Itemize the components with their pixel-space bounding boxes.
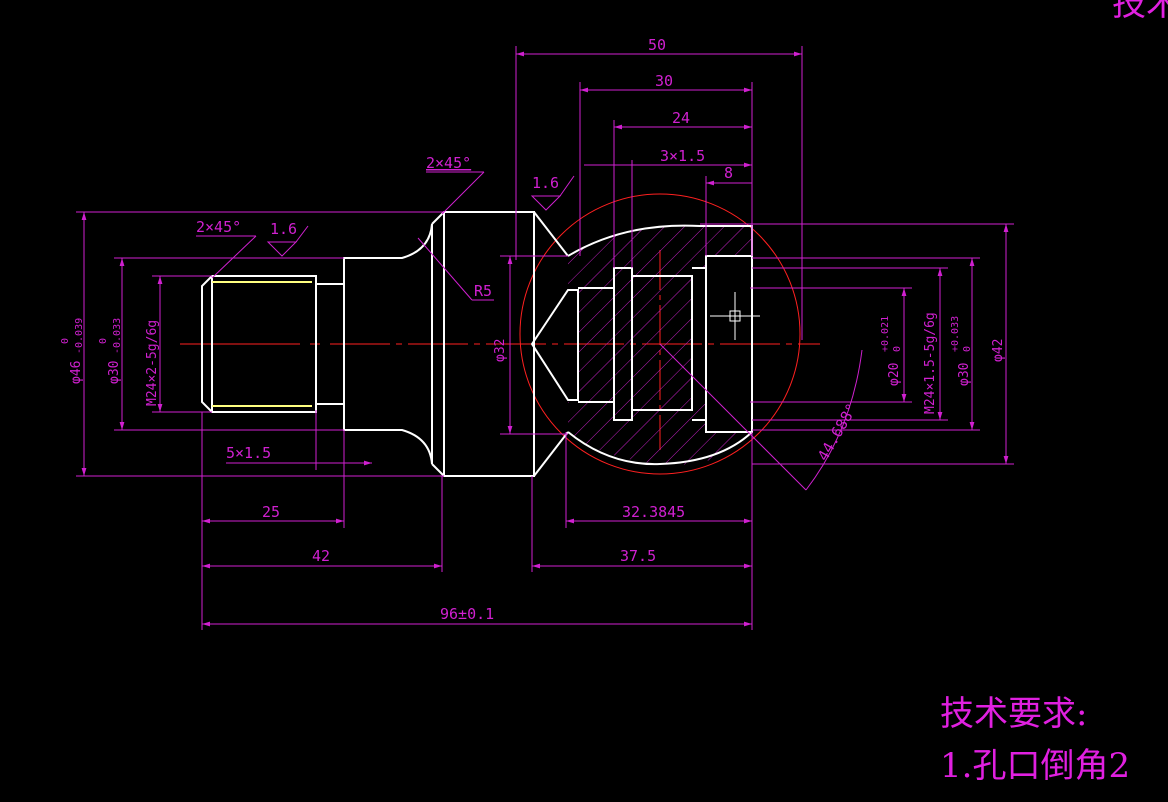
dim-24: 24 [672, 109, 690, 127]
dim-37-5: 37.5 [620, 547, 656, 565]
thread-lines [212, 281, 312, 407]
dia46-tol-lower: -0.039 [74, 318, 85, 354]
notes-item-1: 1.孔口倒角2 [940, 746, 1131, 786]
roughness-top-label: 1.6 [532, 174, 559, 192]
dim-groove-right: 3×1.5 [660, 147, 705, 165]
dim-8: 8 [724, 164, 733, 182]
dim-42: 42 [312, 547, 330, 565]
dia46-label: φ46 [69, 361, 84, 384]
dia20-label: φ20 [887, 363, 902, 386]
part-outline [201, 211, 753, 477]
dia30-left-tol-upper: 0 [98, 338, 109, 344]
thread-right-label: M24×1.5-5g/6g [923, 312, 938, 414]
chamfer-left-label: 2×45° [196, 218, 241, 236]
dia46-tol-upper: 0 [60, 338, 71, 344]
thread-left-label: M24×2-5g/6g [145, 320, 160, 406]
corner-text: 技术 [1112, 0, 1168, 24]
dia30-left-label: φ30 [107, 361, 122, 384]
dia30-right-tol-lower: 0 [962, 346, 973, 352]
dia30-right-tol-upper: +0.033 [950, 316, 961, 352]
dia30-left-tol-lower: -0.033 [112, 318, 123, 354]
groove-left-label: 5×1.5 [226, 444, 271, 462]
notes-heading: 技术要求: [940, 694, 1088, 734]
dia42-label: φ42 [991, 339, 1006, 362]
dim-50: 50 [648, 36, 666, 54]
roughness-left-label: 1.6 [270, 220, 297, 238]
dia20-tol-lower: 0 [892, 346, 903, 352]
dimension-lines [76, 46, 1014, 630]
dim-30: 30 [655, 72, 673, 90]
dia32-label: φ32 [493, 339, 508, 362]
dia20-tol-upper: +0.021 [880, 316, 891, 352]
sphere-construction-circle [519, 193, 801, 475]
dim-32-3845: 32.3845 [622, 503, 685, 521]
radius-label: R5 [474, 282, 492, 300]
dia30-right-label: φ30 [957, 363, 972, 386]
cursor-icon [710, 292, 760, 340]
chamfer-top-label: 2×45° [426, 154, 471, 172]
technical-requirements: 技术要求: 1.孔口倒角2 [940, 688, 1130, 792]
dim-total: 96±0.1 [440, 605, 494, 623]
angle-label: 44.688° [814, 400, 861, 464]
dim-25: 25 [262, 503, 280, 521]
ball-section-hatch [568, 225, 752, 465]
